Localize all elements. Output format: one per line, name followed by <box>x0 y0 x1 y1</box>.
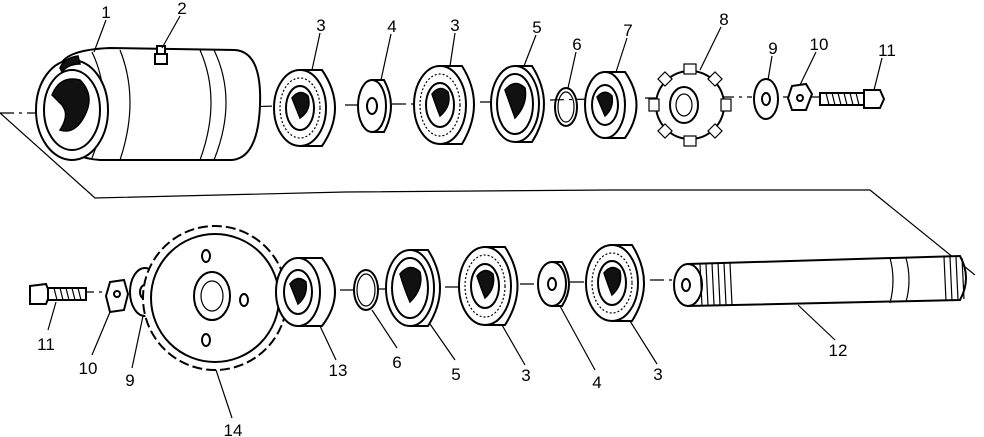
part-bolt-upper <box>819 89 886 109</box>
part-housing <box>35 46 262 161</box>
part-spacer-washer-lower <box>537 261 570 307</box>
callout-5: 5 <box>451 365 460 384</box>
part-o-ring-lower <box>353 269 379 311</box>
part-bolt-lower <box>29 282 87 305</box>
part-spacer-upper <box>584 71 638 139</box>
part-bearing-upper-2 <box>413 65 475 145</box>
callout-1: 1 <box>101 3 110 22</box>
part-lock-tab-lower <box>104 278 130 314</box>
callout-11: 11 <box>37 335 55 354</box>
callout-labels: 1 2 3 4 3 5 6 7 8 9 10 11 11 10 9 14 13 … <box>37 0 896 437</box>
part-bearing-lower-1 <box>458 246 519 326</box>
part-lock-tab-upper <box>786 82 814 111</box>
part-spacer-lower <box>275 257 336 327</box>
callout-3: 3 <box>653 365 662 384</box>
part-bearing-upper-1 <box>273 69 336 147</box>
callout-14: 14 <box>224 421 243 437</box>
callout-4: 4 <box>387 17 396 36</box>
part-bushing-upper <box>490 65 545 143</box>
callout-10: 10 <box>79 359 98 378</box>
leader-lines <box>47 15 883 419</box>
callout-6: 6 <box>572 35 581 54</box>
callout-3: 3 <box>450 16 459 35</box>
callout-6: 6 <box>392 353 401 372</box>
callout-9: 9 <box>768 39 777 58</box>
part-bearing-lower-2 <box>585 244 645 322</box>
part-grease-fitting <box>154 45 168 65</box>
callout-13: 13 <box>329 361 348 380</box>
part-sprocket-small <box>648 63 732 147</box>
callout-8: 8 <box>719 10 728 29</box>
part-o-ring-upper <box>554 87 578 127</box>
callout-4: 4 <box>592 373 601 392</box>
callout-2: 2 <box>177 0 186 18</box>
part-shaft <box>673 254 967 308</box>
callout-3: 3 <box>521 366 530 385</box>
callout-11: 11 <box>878 41 896 60</box>
part-washer-upper <box>753 78 779 120</box>
part-bushing-lower <box>385 249 441 327</box>
callout-3: 3 <box>316 16 325 35</box>
callout-5: 5 <box>532 18 541 37</box>
callout-9: 9 <box>125 371 134 390</box>
part-sprocket-large <box>142 225 288 371</box>
callout-10: 10 <box>810 35 829 54</box>
callout-7: 7 <box>623 21 632 40</box>
callout-12: 12 <box>829 341 848 360</box>
part-spacer-washer-upper <box>357 79 392 133</box>
